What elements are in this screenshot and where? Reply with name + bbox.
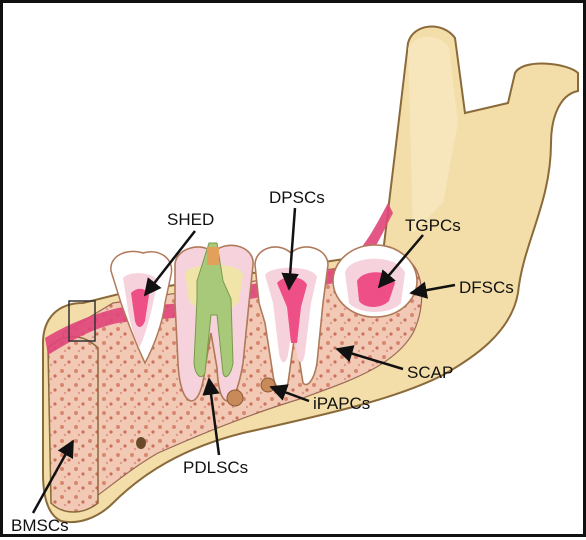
apex-ball-ipap — [261, 378, 275, 392]
label-dpscs: DPSCs — [269, 188, 325, 207]
apex-ball-pdl — [227, 390, 243, 406]
cut-end — [48, 337, 98, 512]
label-shed: SHED — [167, 210, 214, 229]
label-dfscs: DFSCs — [459, 278, 514, 297]
label-tgpcs: TGPCs — [405, 216, 461, 235]
mandible-diagram: SHED DPSCs TGPCs DFSCs SCAP iPAPCs PDLSC… — [3, 3, 586, 540]
mental-foramen — [136, 437, 146, 449]
label-bmscs: BMSCs — [11, 516, 69, 535]
label-pdlscs: PDLSCs — [183, 458, 248, 477]
label-scap: SCAP — [407, 363, 453, 382]
label-ipapcs: iPAPCs — [313, 394, 370, 413]
